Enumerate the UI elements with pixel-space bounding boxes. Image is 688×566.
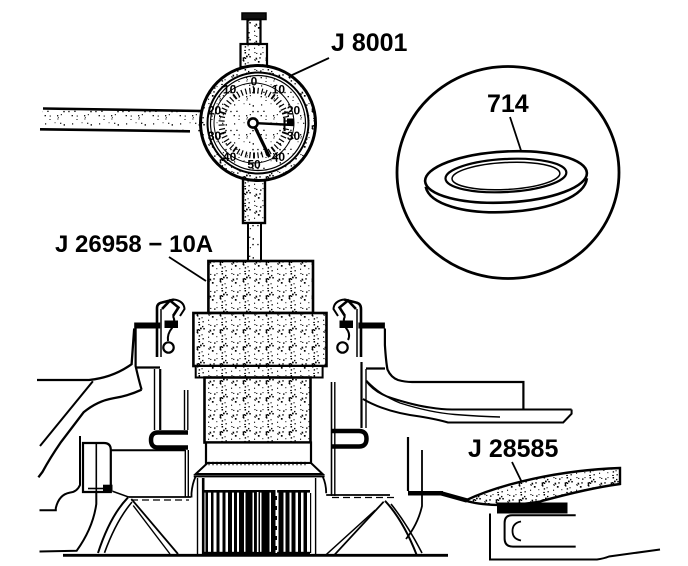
svg-text:40: 40 [272, 150, 286, 164]
svg-text:50: 50 [247, 158, 261, 172]
svg-text:J 28585: J 28585 [468, 435, 558, 463]
svg-text:40: 40 [223, 150, 237, 164]
svg-text:10: 10 [223, 83, 237, 97]
svg-text:J 26958 − 10A: J 26958 − 10A [55, 231, 213, 258]
svg-text:J 8001: J 8001 [331, 29, 408, 57]
svg-text:714: 714 [487, 90, 529, 118]
svg-text:20: 20 [208, 103, 222, 117]
svg-text:30: 30 [208, 129, 222, 143]
svg-text:10: 10 [272, 83, 286, 97]
svg-text:0: 0 [251, 75, 258, 89]
svg-text:20: 20 [287, 103, 301, 117]
svg-text:30: 30 [287, 129, 301, 143]
